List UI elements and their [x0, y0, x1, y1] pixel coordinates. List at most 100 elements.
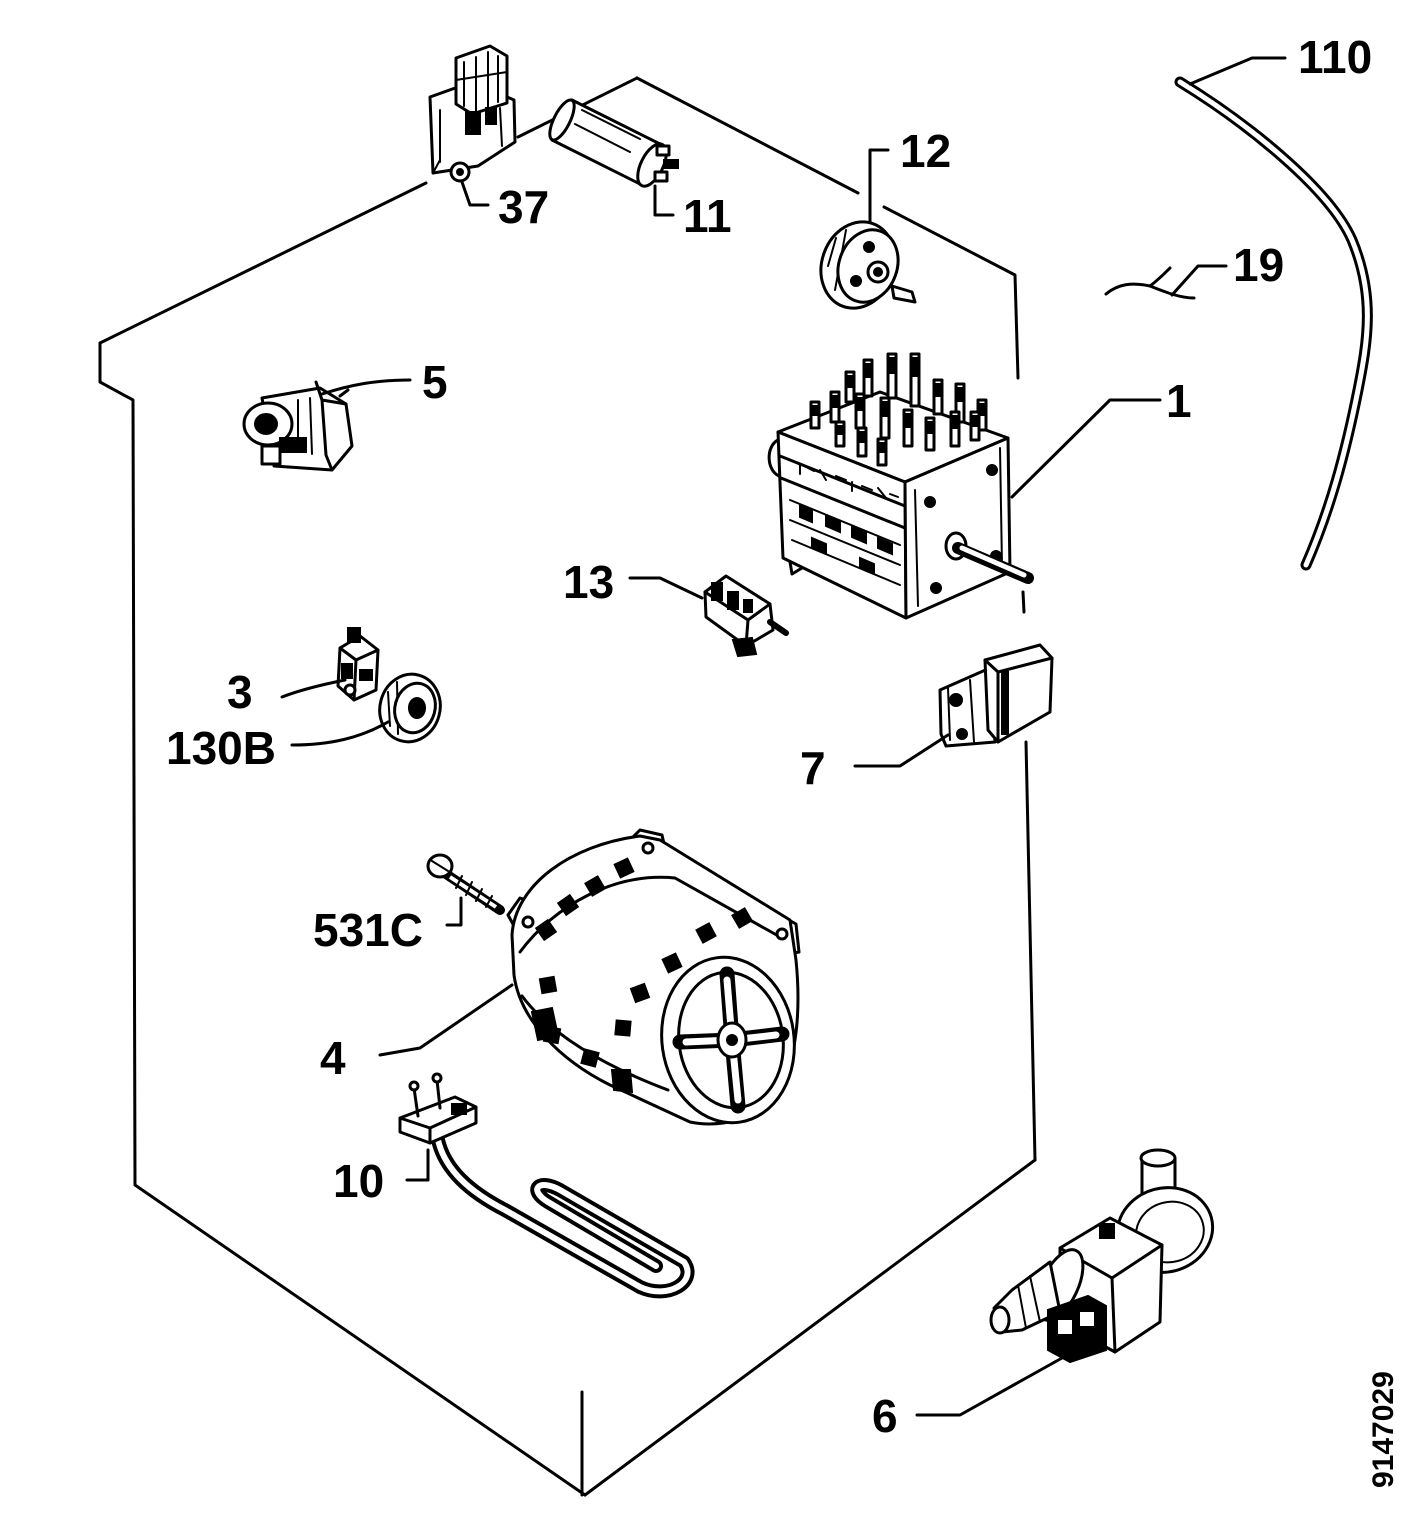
timer-terminal-mark — [812, 405, 818, 416]
callout-label-13: 13 — [563, 556, 614, 608]
capacitor-terminal — [655, 144, 671, 157]
interlock-flange — [938, 666, 997, 748]
timer-terminal-mark — [832, 395, 838, 408]
leader-line-10 — [405, 1148, 430, 1182]
leader-line-5 — [320, 378, 412, 396]
screw-threads — [455, 875, 493, 908]
terminal-block-tab — [465, 111, 481, 135]
callout-label-11: 11 — [683, 190, 732, 242]
timer-terminals — [809, 352, 988, 467]
motor-vent-window — [695, 922, 717, 944]
leader-line-37 — [460, 180, 490, 207]
leader-line-3 — [280, 678, 347, 699]
leader-lines — [280, 56, 1287, 1417]
part-11-capacitor — [548, 98, 679, 188]
callout-label-3: 3 — [227, 666, 253, 718]
motor-vent-windows — [534, 857, 753, 1068]
ring-hub — [408, 697, 426, 719]
motor-lug-hole — [641, 841, 655, 855]
timer-terminal-mark — [957, 387, 963, 402]
leader-line-12 — [868, 148, 890, 224]
timer-side-bump — [767, 438, 781, 478]
timer-cam-slots — [789, 499, 901, 586]
pump-nozzle-tip — [989, 1305, 1011, 1335]
capacitor-terminal — [663, 159, 679, 169]
callout-labels: 110 12 37 11 19 5 1 13 3 130B 7 531C 4 1… — [166, 31, 1372, 1442]
timer-cam-window — [859, 556, 875, 576]
leader-line-7 — [853, 733, 950, 768]
timer-cam-window — [877, 536, 893, 556]
cabinet-top-right-edge-back — [882, 205, 1020, 380]
timer-terminal-mark — [952, 415, 958, 429]
motor-vent-window — [661, 952, 683, 974]
callout-label-130b: 130B — [166, 722, 276, 774]
part-37-terminal-block — [428, 44, 517, 183]
motor-vent-window — [538, 975, 558, 995]
motor-shaft — [726, 1034, 738, 1046]
motor-vent-window — [613, 857, 635, 879]
part-6-drain-pump — [989, 1148, 1215, 1364]
filter-pin — [767, 619, 789, 636]
interlock-hole — [956, 728, 968, 740]
part-13-filter — [703, 574, 789, 658]
part-1-timer-unit — [767, 352, 1034, 620]
leader-line-11 — [653, 184, 675, 217]
interlock-cover — [1001, 671, 1009, 735]
callout-label-10: 10 — [333, 1155, 384, 1207]
cable-core — [1177, 79, 1370, 568]
pressure-switch-hole — [850, 275, 862, 287]
timer-terminal-mark — [847, 375, 853, 388]
pressure-switch-nozzle — [890, 284, 917, 304]
leader-line-19 — [1170, 264, 1228, 297]
interlock-flange-ribs — [947, 679, 975, 743]
timer-plate-hole — [986, 464, 998, 476]
timer-terminal-mark — [857, 397, 863, 411]
switch-eyelet — [343, 683, 357, 697]
interlock-box-edges — [983, 656, 1054, 744]
pump-connector-slot — [1058, 1320, 1072, 1334]
part-3-switch — [336, 627, 380, 702]
leader-line-110 — [1188, 56, 1287, 86]
pump-connector-slot — [1080, 1312, 1094, 1326]
timer-terminal — [909, 352, 921, 408]
callout-label-5: 5 — [422, 356, 448, 408]
filter-lug — [731, 636, 758, 658]
door-lock-bracket — [314, 380, 350, 472]
terminal-block-tab — [485, 107, 497, 125]
motor-spokes-highlight — [682, 976, 780, 1104]
heater-tube-core — [435, 1137, 691, 1295]
motor-vent-window — [580, 1048, 600, 1068]
part-4-motor — [506, 828, 801, 1126]
pump-nozzle-ribs — [1017, 1275, 1041, 1329]
pump-outlet-rim — [1139, 1148, 1177, 1168]
terminal-block-housing — [454, 44, 509, 116]
motor-lug-hole — [775, 927, 789, 941]
timer-plate-edge — [914, 447, 1003, 607]
filter-terminal — [743, 599, 753, 613]
leader-line-4 — [378, 983, 514, 1057]
pump-connector — [1047, 1294, 1107, 1364]
timer-plate-hole — [924, 496, 936, 508]
motor-vent-window — [584, 875, 606, 897]
timer-terminal-mark — [979, 403, 985, 416]
timer-cam-window — [851, 525, 867, 545]
cabinet-right-edge-mid — [1021, 590, 1026, 614]
part-5-door-lock — [242, 380, 354, 472]
screw-head-slot — [431, 860, 449, 872]
leader-line-130b — [290, 720, 390, 747]
drawing-number: 9147029 — [1367, 1371, 1400, 1488]
part-12-pressure-switch — [819, 220, 917, 310]
heater-pin-head — [408, 1080, 420, 1092]
callout-label-19: 19 — [1233, 239, 1284, 291]
motor-vent-window — [534, 918, 558, 942]
cabinet-bottom-left-edge — [98, 341, 587, 1497]
timer-plate-hole — [930, 582, 942, 594]
motor-vent-window — [731, 907, 753, 929]
timer-terminal-mark — [912, 357, 918, 377]
door-lock-tab — [260, 444, 282, 466]
timer-terminal-mark — [905, 413, 911, 428]
motor-lug-hole — [521, 915, 535, 929]
motor-clip — [610, 1069, 634, 1094]
